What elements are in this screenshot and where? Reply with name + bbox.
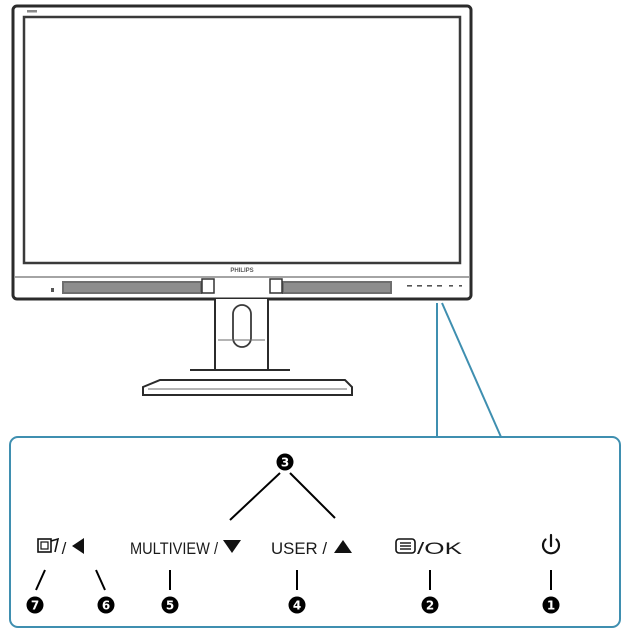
model-label bbox=[27, 10, 37, 13]
badge-4-number: 4 bbox=[293, 599, 301, 613]
triangle-left-icon bbox=[72, 538, 84, 554]
control-menu-ok: /OK 2 bbox=[395, 538, 463, 614]
badge-6-number: 6 bbox=[102, 599, 110, 613]
stand-cable-slot bbox=[232, 304, 252, 348]
badge-3 bbox=[276, 453, 294, 471]
triangle-up-icon bbox=[334, 540, 352, 553]
speaker-grille-right-inner bbox=[284, 283, 390, 292]
badge-5 bbox=[161, 596, 179, 614]
badge-2-number: 2 bbox=[426, 599, 434, 613]
brand-logo: PHILIPS bbox=[230, 268, 253, 274]
multiview-label: MULTIVIEW / bbox=[130, 539, 218, 558]
center-connector-left bbox=[201, 278, 215, 294]
control-multiview-down: MULTIVIEW / 5 bbox=[130, 539, 241, 614]
badge-2 bbox=[421, 596, 439, 614]
monitor-screen bbox=[22, 15, 462, 265]
nav-bracket-left bbox=[229, 472, 281, 521]
badge-1 bbox=[542, 596, 560, 614]
monitor-stand bbox=[142, 299, 353, 396]
control-user-up: USER / 4 bbox=[271, 539, 352, 614]
ok-label: /OK bbox=[417, 539, 463, 558]
badge-5-number: 5 bbox=[166, 599, 174, 613]
smartimage-icon bbox=[37, 537, 60, 553]
callout-box bbox=[9, 436, 621, 628]
badge-3-number: 3 bbox=[281, 456, 289, 470]
control-smartimage-back: / 7 6 bbox=[26, 537, 115, 614]
menu-icon bbox=[395, 538, 416, 554]
monitor-button-strip bbox=[407, 285, 462, 287]
badge-7 bbox=[26, 596, 44, 614]
leader-6 bbox=[95, 569, 106, 591]
controls-legend: 3 / 7 6 MULTIVIEW / bbox=[26, 453, 561, 614]
callout-leader-right bbox=[441, 302, 502, 438]
triangle-down-icon bbox=[223, 540, 241, 553]
indicator-mark bbox=[51, 288, 54, 292]
leader-7 bbox=[35, 569, 46, 591]
badge-1-number: 1 bbox=[547, 599, 555, 613]
user-label: USER / bbox=[271, 539, 327, 558]
power-icon bbox=[541, 533, 561, 555]
monitor: PHILIPS bbox=[11, 4, 473, 301]
speaker-grille-left-inner bbox=[64, 283, 200, 292]
badge-4 bbox=[288, 596, 306, 614]
center-connector-right bbox=[269, 278, 283, 294]
control-power: 1 bbox=[541, 533, 561, 614]
navigation-group: 3 bbox=[229, 453, 336, 521]
back-slash-label: / bbox=[62, 539, 67, 558]
nav-bracket-right bbox=[289, 472, 336, 519]
callout bbox=[9, 302, 621, 628]
stand-base bbox=[142, 379, 353, 396]
badge-6 bbox=[97, 596, 115, 614]
badge-7-number: 7 bbox=[31, 599, 39, 613]
